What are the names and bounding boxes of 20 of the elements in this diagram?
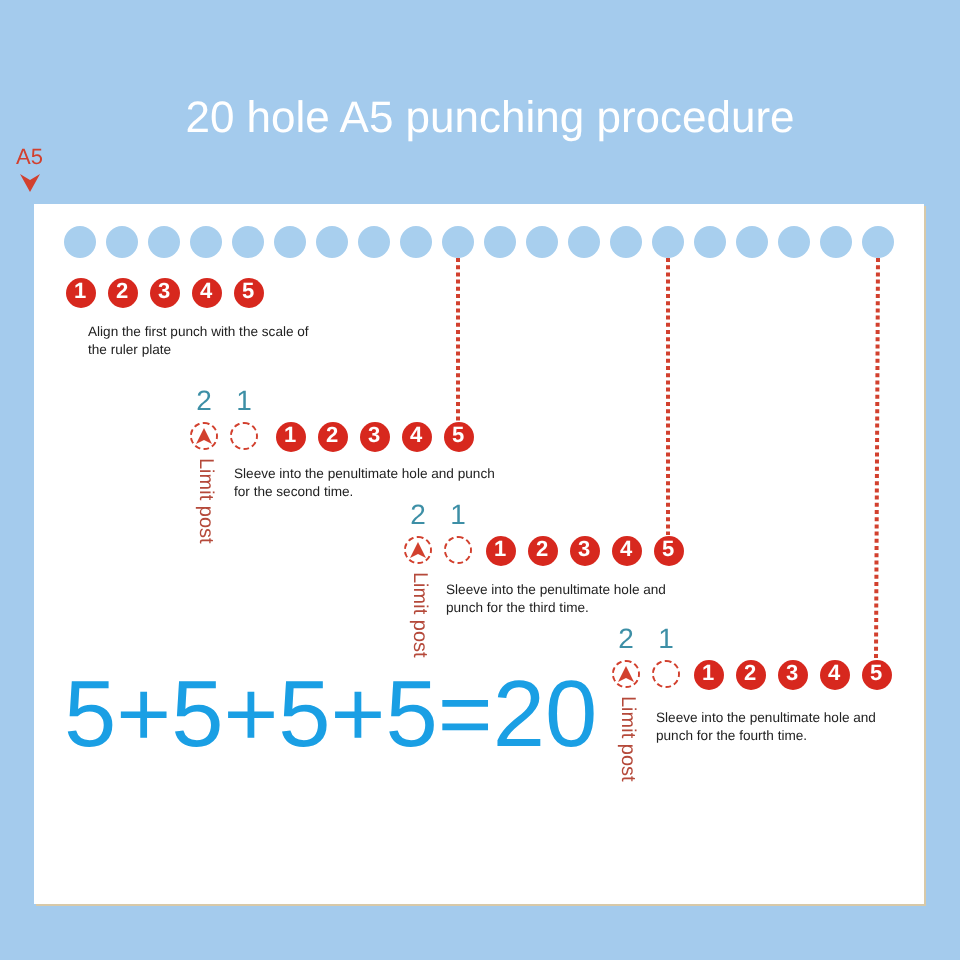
limit-post-circle [190, 422, 218, 450]
dotted-guide-line [666, 258, 670, 535]
vertical-label: Limit post [408, 572, 430, 658]
step-number: 2 [408, 498, 428, 530]
vertical-label: Limit post [194, 458, 216, 544]
dotted-guide-line [456, 258, 460, 421]
title: 20 hole A5 punching procedure [183, 92, 797, 144]
vertical-label: Limit post [616, 696, 638, 782]
step-number: 2 [616, 622, 636, 654]
dashed-circle [652, 660, 680, 688]
limit-post-circle [612, 660, 640, 688]
step-number: 2 [194, 384, 214, 416]
step-number: 1 [656, 622, 676, 654]
step-number: 1 [448, 498, 468, 530]
limit-post-circle [404, 536, 432, 564]
sheet-size-label: A5 [16, 144, 45, 174]
dashed-circle [444, 536, 472, 564]
dotted-guide-line [874, 258, 880, 659]
dashed-circle [230, 422, 258, 450]
step-number: 1 [234, 384, 254, 416]
